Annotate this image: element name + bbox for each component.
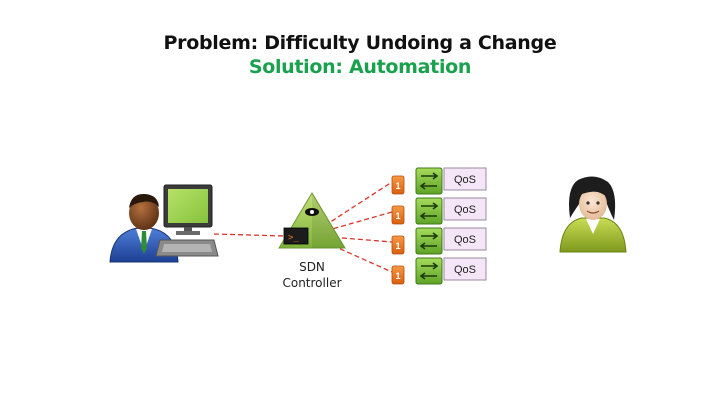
qos-label: QoS (454, 204, 476, 216)
switch-row: 1 QoS (391, 257, 487, 285)
solution-title: Solution: Automation (248, 56, 472, 78)
controller-prompt-glyph: >_ (288, 233, 299, 243)
link-pc-to-controller (213, 233, 286, 237)
status-badge-label: 1 (395, 241, 400, 251)
switch-icon (415, 227, 443, 255)
status-badge-label: 1 (395, 271, 400, 281)
switch-icon (415, 167, 443, 195)
qos-label: QoS (454, 234, 476, 246)
controller-label: SDN Controller (270, 259, 354, 291)
switch-row: 1 QoS (391, 227, 487, 255)
qos-box (443, 227, 487, 251)
admin-user-icon (109, 193, 179, 263)
status-badge (391, 235, 405, 255)
qos-box (443, 197, 487, 221)
switch-icon (415, 257, 443, 285)
status-badge-label: 1 (395, 181, 400, 191)
link-controller-switch-4 (317, 238, 393, 273)
switch-icon (415, 197, 443, 225)
status-badge-label: 1 (395, 211, 400, 221)
qos-label: QoS (454, 174, 476, 186)
switch-row: 1 QoS (391, 197, 487, 225)
qos-box (443, 257, 487, 281)
computer-icon (155, 184, 219, 257)
status-badge (391, 265, 405, 285)
qos-box (443, 167, 487, 191)
controller-label-line2: Controller (282, 276, 342, 290)
status-badge (391, 205, 405, 225)
link-controller-switch-1 (317, 181, 393, 231)
end-user-icon (559, 176, 627, 253)
controller-label-line1: SDN (299, 260, 325, 274)
status-badge (391, 175, 405, 195)
problem-title: Problem: Difficulty Undoing a Change (163, 32, 557, 54)
qos-label: QoS (454, 264, 476, 276)
sdn-controller-pyramid-icon: >_ (278, 192, 346, 249)
switch-row: 1 QoS (391, 167, 487, 195)
